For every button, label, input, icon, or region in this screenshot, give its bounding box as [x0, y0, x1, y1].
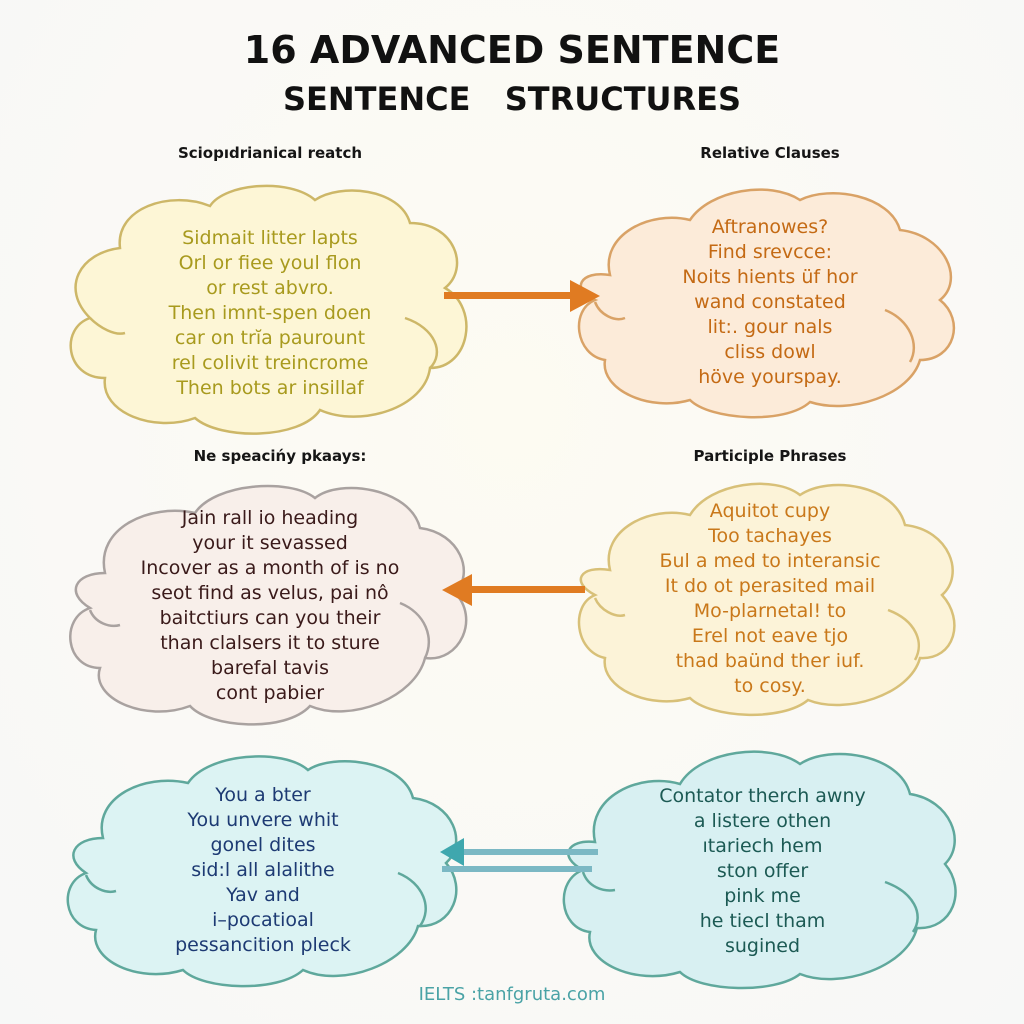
cloud-2: Aftranowes? Find srevcce: Noits hients ü…	[570, 180, 970, 420]
arrow-left-icon	[442, 574, 585, 606]
cloud-3: Jain rall io heading your it sevassed In…	[60, 478, 480, 730]
cloud-2-line: Aftranowes?	[711, 215, 829, 238]
cloud-1-line: Then bots ar insillaf	[176, 376, 364, 399]
cloud-6-line: ıtariech hem	[702, 834, 823, 857]
cloud-5-line: Yav and	[226, 883, 300, 906]
cloud-5-line: You unvere whit	[187, 808, 339, 831]
cloud-4-line: Бul a med to interansic	[659, 550, 881, 572]
cloud-4-line: to cosy.	[734, 675, 806, 697]
cloud-1-line: Orl or fiee youl flon	[178, 251, 362, 274]
cloud-3-line: barefal tavis	[211, 657, 329, 679]
cloud-2-line: Find srevcce:	[707, 240, 833, 263]
cloud-shape-icon	[562, 750, 957, 990]
cloud-shape-icon	[66, 755, 458, 988]
cloud-3-line: seot find as velus, pai nô	[151, 582, 389, 604]
cloud-6-line: pink me	[724, 884, 801, 907]
cloud-2-line: cliss dowl	[724, 340, 816, 363]
cloud-2-line: Noits hients üf hor	[682, 265, 858, 288]
cloud-3-line: your it sevassed	[192, 532, 348, 554]
cloud-3-line: cont pabier	[215, 682, 325, 704]
cloud-3-line: Jain rall io heading	[181, 507, 359, 529]
cloud-4: Aquitot cupy Too tachayes Бul a med to i…	[570, 470, 970, 720]
cloud-6-line: sugined	[724, 934, 801, 957]
cloud-5-line: i–pocatioal	[212, 908, 314, 931]
cloud-5-line: sid:l all alalithe	[191, 858, 335, 881]
cloud-shape-icon	[69, 184, 468, 435]
double-arrow-left-icon	[440, 838, 598, 872]
section-label-2: Relative Clauses	[700, 144, 840, 162]
cloud-5-line: pessancition pleck	[175, 933, 351, 956]
cloud-6-line: a listere othen	[693, 809, 832, 832]
arrow-right-icon	[444, 280, 600, 312]
cloud-4-line: Aquitot cupy	[709, 500, 831, 522]
cloud-1-line: Then imnt-spen doen	[168, 301, 372, 324]
cloud-6: Contator therch awny a listere othen ıta…	[555, 742, 970, 992]
cloud-2-line: wand constated	[694, 290, 846, 313]
cloud-shape-icon	[577, 188, 956, 419]
cloud-1-line: rel colivit treincrome	[171, 351, 369, 374]
cloud-5: You a bter You unvere whit gonel dites s…	[58, 748, 468, 992]
cloud-6-line: ston offer	[716, 859, 809, 882]
title-line-1: 16 ADVANCED SENTENCE	[243, 28, 781, 72]
cloud-shape-icon	[69, 484, 468, 726]
cloud-5-line: You a bter	[215, 783, 311, 806]
page-title: 16 ADVANCED SENTENCE SENTENCE STRUCTURES	[0, 28, 1024, 118]
cloud-1-line: car on trĭa paurount	[174, 326, 366, 349]
section-label-4: Participle Phrases	[693, 447, 847, 465]
cloud-1: Sidmait litter lapts Orl or fiee youl fl…	[60, 178, 480, 440]
section-label-3: Ne speacińy pkaays:	[193, 447, 367, 465]
cloud-3-line: Incover as a month of is no	[140, 557, 400, 579]
cloud-2-line: höve yourspay.	[698, 365, 842, 388]
cloud-3-line: baitctiurs can you their	[159, 607, 381, 629]
cloud-6-line: Contator therch awny	[659, 784, 866, 807]
cloud-4-line: It do ot perasited mail	[664, 575, 876, 597]
cloud-4-line: Mo-plarnetal! to	[693, 600, 847, 622]
cloud-shape-icon	[577, 482, 956, 716]
cloud-2-line: lit:. gour nals	[707, 315, 833, 338]
cloud-1-line: or rest abvro.	[206, 276, 334, 299]
cloud-1-line: Sidmait litter lapts	[182, 226, 358, 249]
cloud-6-line: he tiecl tham	[699, 909, 826, 932]
section-label-1: Sciopıdrianical reatch	[177, 144, 363, 162]
cloud-3-line: than clalsers it to sture	[160, 632, 380, 654]
cloud-4-line: thad baünd ther iuf.	[675, 650, 865, 672]
cloud-4-line: Erel not eave tjo	[691, 625, 849, 647]
title-line-2: SENTENCE STRUCTURES	[282, 79, 742, 118]
footer-source: IELTS :tanfgruta.com	[418, 984, 606, 1005]
cloud-4-line: Too tachayes	[708, 525, 832, 547]
cloud-5-line: gonel dites	[210, 833, 316, 856]
